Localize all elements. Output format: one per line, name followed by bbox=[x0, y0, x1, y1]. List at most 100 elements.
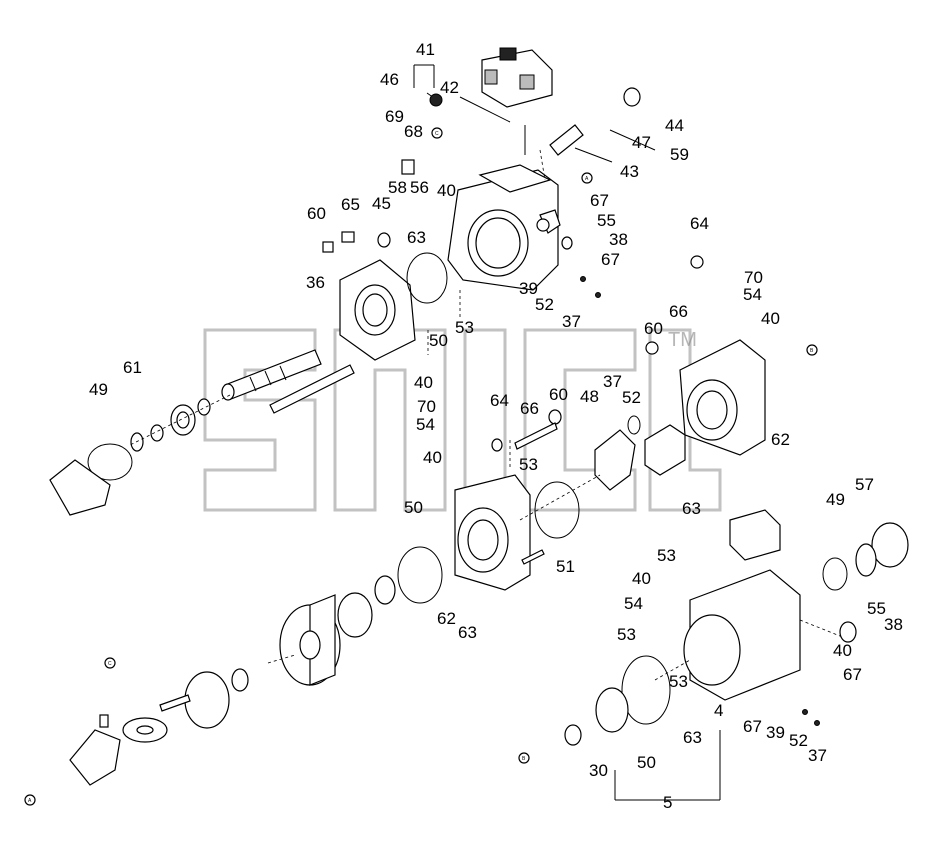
callout-63-d: 63 bbox=[683, 728, 702, 747]
callout-64-b: 64 bbox=[490, 391, 509, 410]
swivel-bracket bbox=[69, 714, 121, 786]
callout-46: 46 bbox=[380, 70, 399, 89]
callout-40-e: 40 bbox=[632, 569, 651, 588]
callout-53-a: 53 bbox=[455, 318, 474, 337]
callout-66-b: 66 bbox=[520, 399, 539, 418]
reference-markers: C A B C A B bbox=[24, 127, 818, 806]
callout-50-c: 50 bbox=[637, 753, 656, 772]
callout-53-d: 53 bbox=[617, 625, 636, 644]
callout-61: 61 bbox=[123, 358, 142, 377]
callout-39-a: 39 bbox=[519, 279, 538, 298]
marker-b-upper-label: B bbox=[810, 348, 814, 354]
callout-59: 59 bbox=[670, 145, 689, 164]
fasteners bbox=[322, 87, 857, 726]
callout-48: 48 bbox=[580, 387, 599, 406]
upper-housing bbox=[447, 164, 561, 291]
callout-52-a: 52 bbox=[535, 295, 554, 314]
callout-58: 58 bbox=[388, 178, 407, 197]
callout-44: 44 bbox=[665, 116, 684, 135]
callout-51: 51 bbox=[556, 557, 575, 576]
callout-63-b: 63 bbox=[682, 499, 701, 518]
callout-38-a: 38 bbox=[609, 230, 628, 249]
cylinder-block bbox=[122, 575, 396, 743]
callout-5: 5 bbox=[663, 793, 672, 812]
callout-40-d: 40 bbox=[423, 448, 442, 467]
callout-39-b: 39 bbox=[766, 723, 785, 742]
bearing-set-left bbox=[49, 398, 211, 516]
callout-69: 69 bbox=[385, 107, 404, 126]
callout-52-b: 52 bbox=[622, 388, 641, 407]
callout-62-b: 62 bbox=[437, 609, 456, 628]
callout-60-a: 60 bbox=[307, 204, 326, 223]
callout-43: 43 bbox=[620, 162, 639, 181]
callout-53-e: 53 bbox=[669, 672, 688, 691]
callout-40-a: 40 bbox=[437, 181, 456, 200]
marker-b-lower bbox=[518, 752, 530, 764]
callout-38-b: 38 bbox=[884, 615, 903, 634]
callout-70-b: 70 bbox=[417, 397, 436, 416]
callout-63-a: 63 bbox=[407, 228, 426, 247]
callout-64-a: 64 bbox=[690, 214, 709, 233]
callout-55-b: 55 bbox=[867, 599, 886, 618]
marker-a-lower-label: A bbox=[28, 798, 32, 804]
callout-54-b: 54 bbox=[416, 415, 435, 434]
callout-labels: 41 46 42 69 68 44 47 59 43 58 56 40 67 6… bbox=[89, 40, 903, 812]
callout-53-c: 53 bbox=[657, 546, 676, 565]
callout-60-b: 60 bbox=[644, 319, 663, 338]
callout-41: 41 bbox=[416, 40, 435, 59]
callout-40-c: 40 bbox=[414, 373, 433, 392]
marker-a-upper-label: A bbox=[585, 176, 589, 182]
callout-66-a: 66 bbox=[669, 302, 688, 321]
callout-63-c: 63 bbox=[458, 623, 477, 642]
callout-62-a: 62 bbox=[771, 430, 790, 449]
callout-50-a: 50 bbox=[429, 331, 448, 350]
callout-54-c: 54 bbox=[624, 594, 643, 613]
callout-67-c: 67 bbox=[843, 665, 862, 684]
callout-49-a: 49 bbox=[89, 380, 108, 399]
callout-30: 30 bbox=[589, 761, 608, 780]
marker-a-upper bbox=[581, 172, 593, 184]
callout-37-c: 37 bbox=[808, 746, 827, 765]
callout-55-a: 55 bbox=[597, 211, 616, 230]
marker-a-lower bbox=[24, 794, 36, 806]
callout-56: 56 bbox=[410, 178, 429, 197]
callout-65: 65 bbox=[341, 195, 360, 214]
marker-b-upper bbox=[806, 344, 818, 356]
watermark: TM bbox=[203, 328, 722, 512]
callout-67-d: 67 bbox=[743, 717, 762, 736]
callout-54-a: 54 bbox=[743, 285, 762, 304]
marker-c-upper bbox=[431, 127, 443, 139]
callout-40-f: 40 bbox=[833, 641, 852, 660]
marker-c-upper-label: C bbox=[435, 131, 439, 137]
right-upper-housing bbox=[644, 339, 766, 476]
callout-37-a: 37 bbox=[562, 312, 581, 331]
callout-60-c: 60 bbox=[549, 385, 568, 404]
flange-plate bbox=[339, 259, 416, 361]
swash-plate bbox=[594, 429, 636, 491]
callout-40-b: 40 bbox=[761, 309, 780, 328]
callout-53-b: 53 bbox=[519, 455, 538, 474]
middle-housing bbox=[454, 474, 531, 591]
marker-c-lower bbox=[104, 657, 116, 669]
callout-42: 42 bbox=[440, 78, 459, 97]
callout-68: 68 bbox=[404, 122, 423, 141]
callout-67-a: 67 bbox=[590, 191, 609, 210]
callout-45: 45 bbox=[372, 194, 391, 213]
callout-52-c: 52 bbox=[789, 731, 808, 750]
marker-b-lower-label: B bbox=[522, 756, 526, 762]
marker-c-lower-label: C bbox=[108, 661, 112, 667]
callout-70-a: 70 bbox=[744, 268, 763, 287]
drive-shaft bbox=[221, 349, 355, 414]
trademark-text: TM bbox=[668, 329, 697, 351]
callout-57: 57 bbox=[855, 475, 874, 494]
callout-49-b: 49 bbox=[826, 490, 845, 509]
callout-36: 36 bbox=[306, 273, 325, 292]
callout-50-b: 50 bbox=[404, 498, 423, 517]
lower-right-housing bbox=[564, 509, 909, 746]
callout-4: 4 bbox=[714, 701, 723, 720]
callout-67-b: 67 bbox=[601, 250, 620, 269]
callout-37-b: 37 bbox=[603, 372, 622, 391]
solenoid-valve-top bbox=[481, 47, 553, 108]
callout-47: 47 bbox=[632, 133, 651, 152]
